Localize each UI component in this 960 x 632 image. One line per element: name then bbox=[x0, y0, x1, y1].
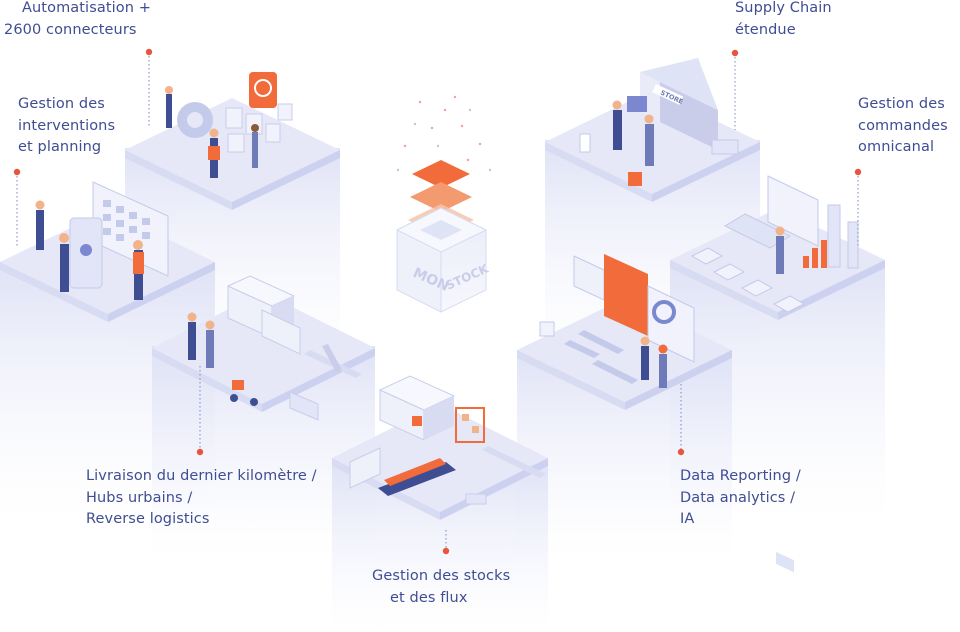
label-reporting: Data Reporting / Data analytics / IA bbox=[680, 468, 801, 527]
connector-dots bbox=[13, 48, 862, 555]
label-automatisation: Automatisation + 2600 connecteurs bbox=[4, 0, 151, 38]
mon-stock-cube: MON STOCK bbox=[395, 95, 492, 313]
platform-livraison bbox=[152, 275, 375, 560]
label-stocks: Gestion des stocks et des flux bbox=[372, 568, 511, 606]
label-supply-chain: Supply Chain étendue bbox=[735, 0, 832, 38]
label-livraison: Livraison du dernier kilomètre / Hubs ur… bbox=[86, 468, 317, 527]
platform-reporting bbox=[517, 254, 732, 560]
label-interventions: Gestion des interventions et planning bbox=[18, 96, 116, 155]
connectors bbox=[16, 52, 859, 550]
label-commandes: Gestion des commandes omnicanal bbox=[858, 96, 948, 155]
platform-stocks bbox=[332, 375, 548, 632]
